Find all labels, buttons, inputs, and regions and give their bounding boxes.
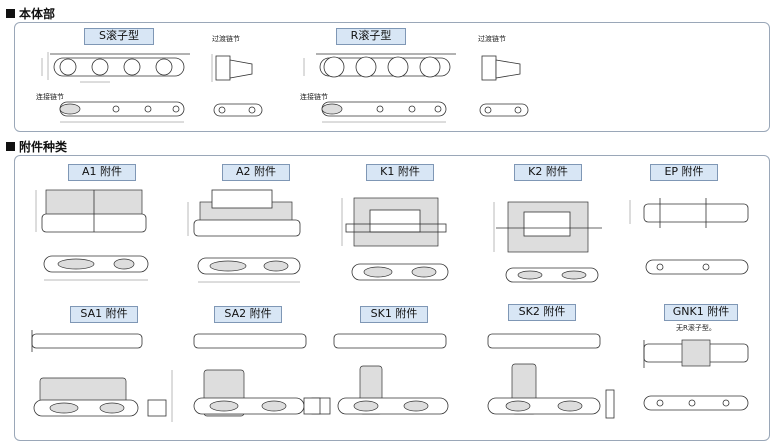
sk1-attachment-drawing bbox=[303, 333, 449, 415]
label-sa1: SA1 附件 bbox=[70, 306, 138, 323]
s-roller-chain-drawing bbox=[41, 52, 190, 123]
a1-attachment-drawing bbox=[35, 189, 149, 281]
s-roller-side-view bbox=[41, 52, 190, 83]
note-gnk1: 无R滚子型。 bbox=[676, 324, 716, 332]
sa1-attachment-drawing bbox=[31, 330, 173, 422]
r-roller-chain-drawing bbox=[303, 53, 456, 123]
s-offset-link-drawing bbox=[211, 54, 263, 117]
note-connecting-link-1: 连接链节 bbox=[36, 93, 64, 101]
section-title-body: 本体部 bbox=[19, 7, 56, 21]
label-sk1: SK1 附件 bbox=[360, 306, 428, 323]
label-ep: EP 附件 bbox=[650, 164, 718, 181]
ep-attachment-drawing bbox=[629, 198, 749, 275]
label-a1: A1 附件 bbox=[68, 164, 136, 181]
section-title-attachments: 附件种类 bbox=[19, 140, 68, 154]
label-k2: K2 附件 bbox=[514, 164, 582, 181]
s-roller-top-view bbox=[59, 101, 185, 123]
square-bullet-icon bbox=[6, 9, 15, 18]
label-sa2: SA2 附件 bbox=[214, 306, 282, 323]
r-roller-top-view bbox=[321, 101, 447, 123]
k1-attachment-drawing bbox=[341, 197, 449, 281]
note-offset-link-1: 过渡链节 bbox=[212, 35, 240, 43]
r-offset-link-drawing bbox=[479, 55, 529, 117]
square-bullet-icon bbox=[6, 142, 15, 151]
k2-attachment-drawing bbox=[493, 201, 602, 283]
label-a2: A2 附件 bbox=[222, 164, 290, 181]
sk2-attachment-drawing bbox=[487, 333, 615, 419]
label-sk2: SK2 附件 bbox=[508, 304, 576, 321]
note-offset-link-2: 过渡链节 bbox=[478, 35, 506, 43]
a2-attachment-drawing bbox=[187, 189, 301, 283]
label-gnk1: GNK1 附件 bbox=[664, 304, 738, 321]
section-header-body: 本体部 bbox=[6, 5, 55, 22]
section-header-attachments: 附件种类 bbox=[6, 138, 67, 155]
r-roller-side-view bbox=[303, 53, 456, 78]
gnk1-attachment-drawing bbox=[643, 339, 749, 411]
label-k1: K1 附件 bbox=[366, 164, 434, 181]
note-connecting-link-2: 连接链节 bbox=[300, 93, 328, 101]
sa2-attachment-drawing bbox=[193, 333, 331, 417]
label-r-roller: R滚子型 bbox=[336, 28, 406, 45]
label-s-roller: S滚子型 bbox=[84, 28, 154, 45]
